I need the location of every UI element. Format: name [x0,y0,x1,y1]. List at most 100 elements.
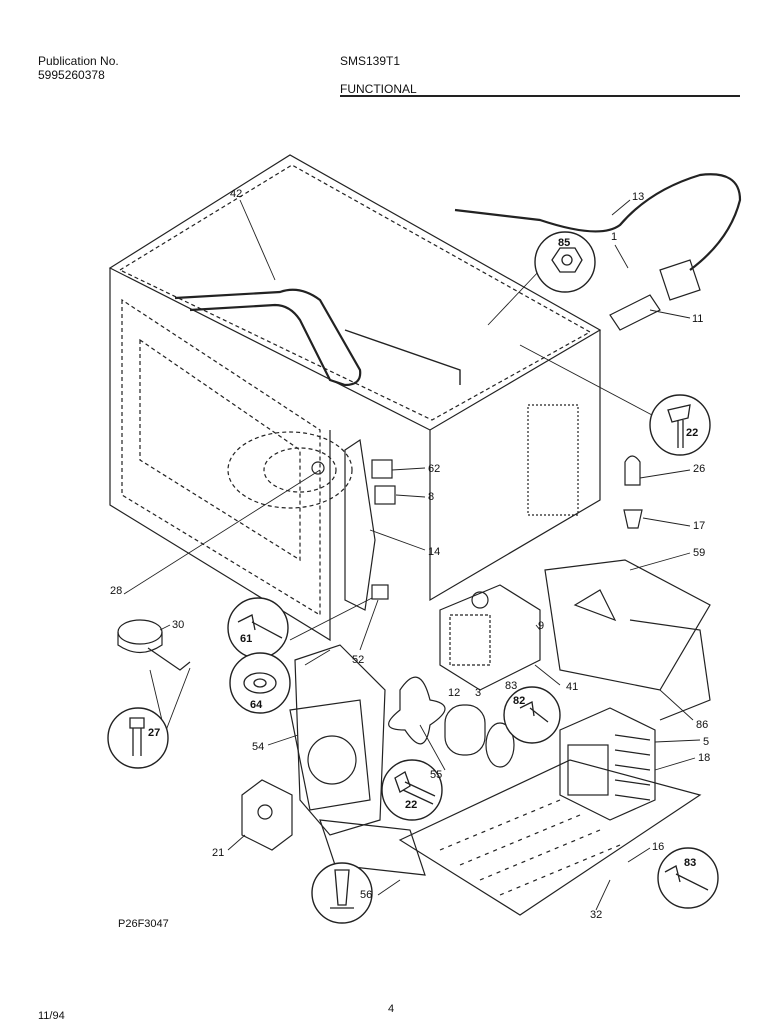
transformer [559,707,656,821]
detail-circle-64 [229,652,291,714]
interlock-bracket [344,438,376,611]
turntable-hub [311,461,325,475]
screw-glyph-83b [664,865,709,891]
callout-1: 1 [611,231,617,243]
callout-62: 62 [428,463,440,475]
leader-32 [595,879,611,911]
callout-85: 85 [558,237,570,249]
leader-54 [267,734,299,746]
callout-13: 13 [632,191,644,203]
magnetron-antenna [471,591,489,609]
leader-41 [534,664,561,686]
footer-date: 11/94 [38,1010,65,1022]
callout-16: 16 [652,841,664,853]
detail-circle-27 [107,707,169,769]
capacitor [444,704,486,756]
leader-86 [659,689,694,721]
detail-circle-82 [503,686,561,744]
switch-52 [371,584,389,600]
callout-82: 82 [513,695,525,707]
detail-circle-85 [534,231,596,293]
leader-11 [649,309,691,319]
screw-glyph-82 [519,701,549,723]
switch-62 [371,459,393,479]
callout-42: 42 [230,188,242,200]
bolt-glyph-22a [667,404,691,448]
diode-3 [485,722,515,768]
callout-28: 28 [110,585,122,597]
duct-plate [544,559,711,691]
callout-56: 56 [360,889,372,901]
callout-11: 11 [692,313,703,325]
washer-hole-glyph-64 [253,678,267,688]
transformer-laminations [614,734,651,801]
leader-85 [487,269,541,326]
leader-64 [304,649,331,666]
heater-element-right [344,329,461,385]
washer-glyph-64 [243,672,277,694]
callout-21: 21 [212,847,224,859]
leader-56 [377,879,401,896]
lamp-bulb [624,455,641,486]
cabinet-right-outline [429,330,601,602]
leader-28 [123,469,321,595]
section-title: FUNCTIONAL [340,82,417,96]
leader-16 [627,847,651,863]
leader-42 [239,199,276,281]
transformer-core [567,744,609,796]
callout-55: 55 [430,769,442,781]
lamp-socket [623,509,643,529]
fan-hub [307,735,357,785]
header-rule [340,95,740,97]
callout-30: 30 [172,619,184,631]
leader-26 [639,469,691,479]
model-number: SMS139T1 [340,54,401,68]
duct-plate-rear [629,619,711,721]
leader-62 [391,467,426,471]
detail-circle-56 [311,862,373,924]
screw-glyph-61 [237,614,283,639]
nut-glyph [551,247,583,273]
publication-label: Publication No. [38,54,119,68]
callout-26: 26 [693,463,705,475]
fan-blade [388,676,446,745]
cabinet-top-inner [118,164,592,421]
duct-plate-arrow [573,589,617,622]
detail-circle-83b [657,847,719,909]
pin-glyph-56 [330,869,354,909]
callout-52: 52 [352,654,364,666]
leader-52 [359,599,379,651]
leader-22a [519,344,653,416]
fan-bracket [294,644,386,836]
callout-27: 27 [148,727,160,739]
cavity-window [139,338,301,562]
thermostat [117,619,163,645]
stirrer-motor-hub [257,804,273,820]
fan-shroud [289,699,371,811]
bolt-glyph-22b [394,771,436,805]
callout-12: 12 [448,687,460,699]
leader-1 [614,244,629,269]
callout-22a: 22 [686,427,698,439]
callout-83a: 83 [505,680,517,692]
leader-18 [654,757,696,771]
magnetron-fins [449,614,491,666]
power-cord [454,173,742,271]
bracket-strip [319,819,426,876]
detail-circle-61 [227,597,289,659]
leader-17 [642,517,691,527]
heater-element [174,288,362,387]
leader-30 [159,624,171,631]
callout-9: 9 [538,620,544,632]
vent-grille [527,404,579,516]
cabinet-front-inner [121,298,321,617]
callout-8: 8 [428,491,434,503]
callout-5: 5 [703,736,709,748]
callout-61: 61 [240,633,252,645]
leader-5 [654,739,701,743]
callout-32: 32 [590,909,602,921]
callout-64: 64 [250,699,263,711]
bolt-glyph-27 [129,717,145,756]
leader-55 [419,724,446,771]
cabinet-front-outline [109,268,331,642]
